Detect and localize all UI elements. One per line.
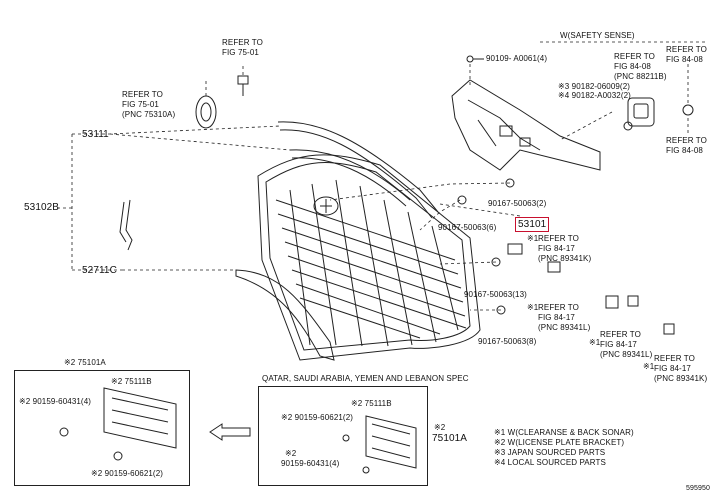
ref-line: REFER TO [600,330,641,339]
ref-fig8408-c: REFER TO FIG 84-08 [666,136,707,156]
ref-line: (PNC 89341L) [600,350,653,359]
part-53101-highlight[interactable]: 53101 [514,217,550,232]
part-90182-a0032[interactable]: ※4 90182-A0032(2) [558,91,631,100]
inset-left-box: ※2 75111B ※2 90159-60431(4) ※2 90159-606… [14,370,190,486]
inset-right-bolt2[interactable]: 90159-60431(4) [281,459,340,468]
part-90167-2[interactable]: 90167-50063(2) [488,199,547,208]
part-90109[interactable]: 90109- A0061(4) [486,54,548,63]
ref-line: FIG 84-08 [614,62,651,71]
fasteners-drawing [457,55,675,335]
ref-fig8408-a: REFER TO FIG 84-08 (PNC 88211B) [614,52,667,82]
ref-line: (PNC 89341L) [538,323,591,332]
inset-right-bolt1[interactable]: ※2 90159-60621(2) [281,413,354,422]
ref-fig8417-a: REFER TO FIG 84-17 (PNC 89341K) [538,234,591,264]
ref-line: FIG 75-01 [222,48,259,57]
left-inset-drawing [59,387,177,461]
legend-item: ※1 W(CLEARANSE & BACK SONAR) [494,428,634,437]
part-53102b[interactable]: 53102B [24,202,60,213]
mark-1-a: ※1 [527,234,539,243]
ref-line: (PNC 89341K) [538,254,592,263]
inset-right-heading: QATAR, SAUDI ARABIA, YEMEN AND LEBANON S… [262,374,469,383]
legend-item: ※4 LOCAL SOURCED PARTS [494,458,606,467]
ref-line: FIG 75-01 [122,100,159,109]
ref-fig7501-left: REFER TO FIG 75-01 (PNC 75310A) [122,90,175,120]
ref-fig7501-top: REFER TO FIG 75-01 [222,38,263,58]
ref-line: FIG 84-08 [666,146,703,155]
part-90167-8[interactable]: 90167-50063(8) [478,337,537,346]
upper-moulding-drawing [277,121,439,219]
legend-item: ※3 JAPAN SOURCED PARTS [494,448,606,457]
legend: ※1 W(CLEARANSE & BACK SONAR) ※2 W(LICENS… [494,428,634,468]
grille-drawing [257,154,481,361]
right-inset-drawing [342,415,417,474]
legend-item: ※2 W(LICENSE PLATE BRACKET) [494,438,625,447]
ref-line: REFER TO [614,52,655,61]
ref-line: (PNC 75310A) [122,110,176,119]
inset-left-title: ※2 75101A [64,358,106,367]
ref-line: REFER TO [222,38,263,47]
ref-line: REFER TO [538,234,579,243]
lower-moulding-drawing [119,199,335,361]
part-53111[interactable]: 53111 [82,129,109,140]
mark-1-b: ※1 [527,303,539,312]
part-90167-13[interactable]: 90167-50063(13) [464,290,527,299]
ref-fig8417-d: REFER TO FIG 84-17 (PNC 89341K) [654,354,707,384]
ref-line: (PNC 88211B) [614,72,667,81]
inset-left-bolt2[interactable]: ※2 90159-60621(2) [91,469,164,478]
sensor-drawing [623,97,694,131]
ref-line: FIG 84-08 [666,55,703,64]
inset-right-assy[interactable]: 75101A [432,433,468,444]
inset-arrow [209,423,251,441]
inset-right-assy-mark: ※2 [434,423,446,432]
ref-line: FIG 84-17 [654,364,691,373]
inset-left-bolt1[interactable]: ※2 90159-60431(4) [19,397,92,406]
ref-line: REFER TO [654,354,695,363]
ref-line: REFER TO [538,303,579,312]
leader-lines [54,41,708,311]
ref-line: REFER TO [122,90,163,99]
inset-left-plate[interactable]: ※2 75111B [111,377,152,386]
safety-sense-label: W(SAFETY SENSE) [560,31,635,40]
part-90182-06009[interactable]: ※3 90182-06009(2) [558,82,631,91]
mark-1-c: ※1 [589,338,601,347]
ref-line: FIG 84-17 [538,244,575,253]
ref-line: (PNC 89341K) [654,374,708,383]
cap-drawing [195,75,249,129]
footer-code: 595950 [686,485,710,492]
ref-fig8417-c: REFER TO FIG 84-17 (PNC 89341L) [600,330,652,360]
ref-line: REFER TO [666,136,707,145]
ref-fig8417-b: REFER TO FIG 84-17 (PNC 89341L) [538,303,590,333]
ref-line: REFER TO [666,45,707,54]
part-52711c[interactable]: 52711C [82,265,117,276]
bracket-drawing [451,79,601,171]
ref-line: FIG 84-17 [600,340,637,349]
inset-right-box: ※2 75111B ※2 90159-60621(2) ※2 90159-604… [258,386,428,486]
inset-right-bolt2-mark: ※2 [285,449,297,458]
ref-fig8408-b: REFER TO FIG 84-08 [666,45,707,65]
mark-1-d: ※1 [643,362,655,371]
ref-line: FIG 84-17 [538,313,575,322]
part-90167-6[interactable]: 90167-50063(6) [438,223,497,232]
part-53101[interactable]: 53101 [514,217,550,232]
inset-right-plate[interactable]: ※2 75111B [351,399,392,408]
